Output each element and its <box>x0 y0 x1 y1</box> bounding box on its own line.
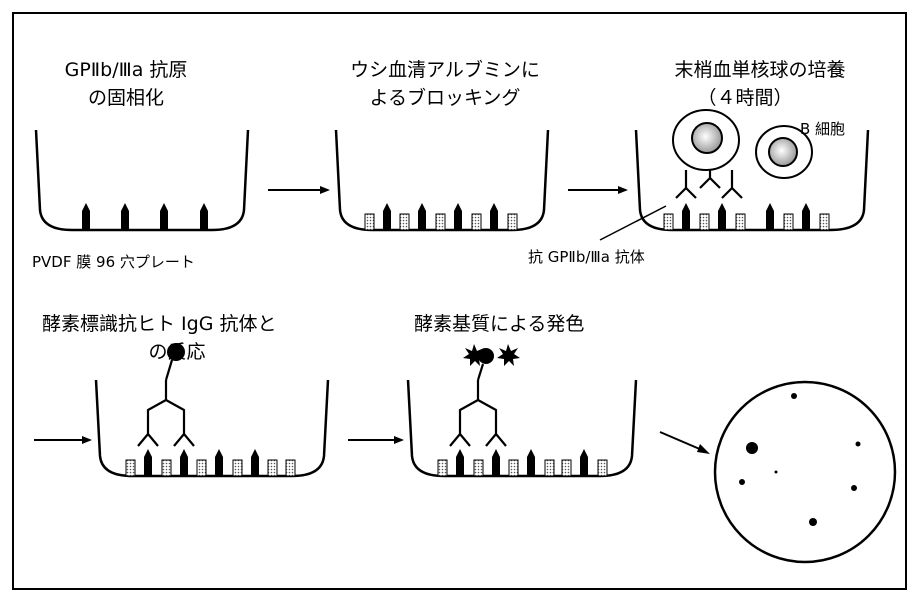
step-2-title: ウシ血清アルブミンに よるブロッキング <box>350 58 540 109</box>
bound-antibody-complex <box>137 343 195 447</box>
step-1-title: GPⅡb/Ⅲa 抗原 の固相化 <box>65 59 188 109</box>
mononuclear-cell <box>672 109 740 171</box>
blocking-and-antigen-markers <box>364 203 518 231</box>
step-3-title: 末梢血単核球の培養 （４時間） <box>674 59 845 109</box>
arrow-3 <box>34 436 92 444</box>
step-1-title-line1: GPⅡb/Ⅲa 抗原 <box>65 59 188 81</box>
color-signal-burst-right <box>497 344 520 366</box>
arrow-1 <box>268 186 330 194</box>
arrow-2 <box>568 186 628 194</box>
well-4-surface-markers <box>125 449 296 477</box>
well-5-surface-markers <box>437 449 608 477</box>
antibody-callout-line <box>599 205 667 241</box>
arrow-4 <box>348 436 404 444</box>
well-1-outline <box>34 129 250 232</box>
plate-label: PVDF 膜 96 穴プレート <box>32 253 195 271</box>
step-1-title-line2: の固相化 <box>88 87 164 109</box>
b-cell <box>755 125 813 179</box>
well-3-cell-culture: B 細胞 <box>634 109 870 232</box>
arrow-5 <box>659 431 710 454</box>
step-3-title-line2: （４時間） <box>697 87 792 109</box>
color-signal-burst-left <box>463 344 486 366</box>
step-2-title-line1: ウシ血清アルブミンに <box>350 58 540 81</box>
step-5-title: 酵素基質による発色 <box>414 313 584 335</box>
antigen-markers <box>82 203 208 230</box>
result-well-spots <box>713 380 897 564</box>
well-1-antigen-coating <box>34 129 250 232</box>
step-2-title-line2: よるブロッキング <box>370 86 521 109</box>
well-5-color-development <box>406 344 638 478</box>
well-4-enzyme-antibody <box>94 343 330 478</box>
step-4-title: 酵素標識抗ヒト IgG 抗体と の反応 <box>42 313 276 363</box>
step-5-title-line1: 酵素基質による発色 <box>414 313 584 335</box>
well-3-surface-markers <box>663 203 830 231</box>
b-cell-label: B 細胞 <box>800 120 845 138</box>
well-2-blocking <box>334 129 550 232</box>
well-4-outline <box>94 379 330 478</box>
spots <box>739 393 861 526</box>
bound-antibody-with-signal <box>449 348 507 447</box>
step-3-title-line1: 末梢血単核球の培養 <box>674 59 845 81</box>
antibody-label: 抗 GPⅡb/Ⅲa 抗体 <box>528 248 645 266</box>
step-4-title-line1: 酵素標識抗ヒト IgG 抗体と <box>42 313 276 335</box>
well-bottom-circle <box>713 380 897 564</box>
well-5-outline <box>406 379 638 478</box>
